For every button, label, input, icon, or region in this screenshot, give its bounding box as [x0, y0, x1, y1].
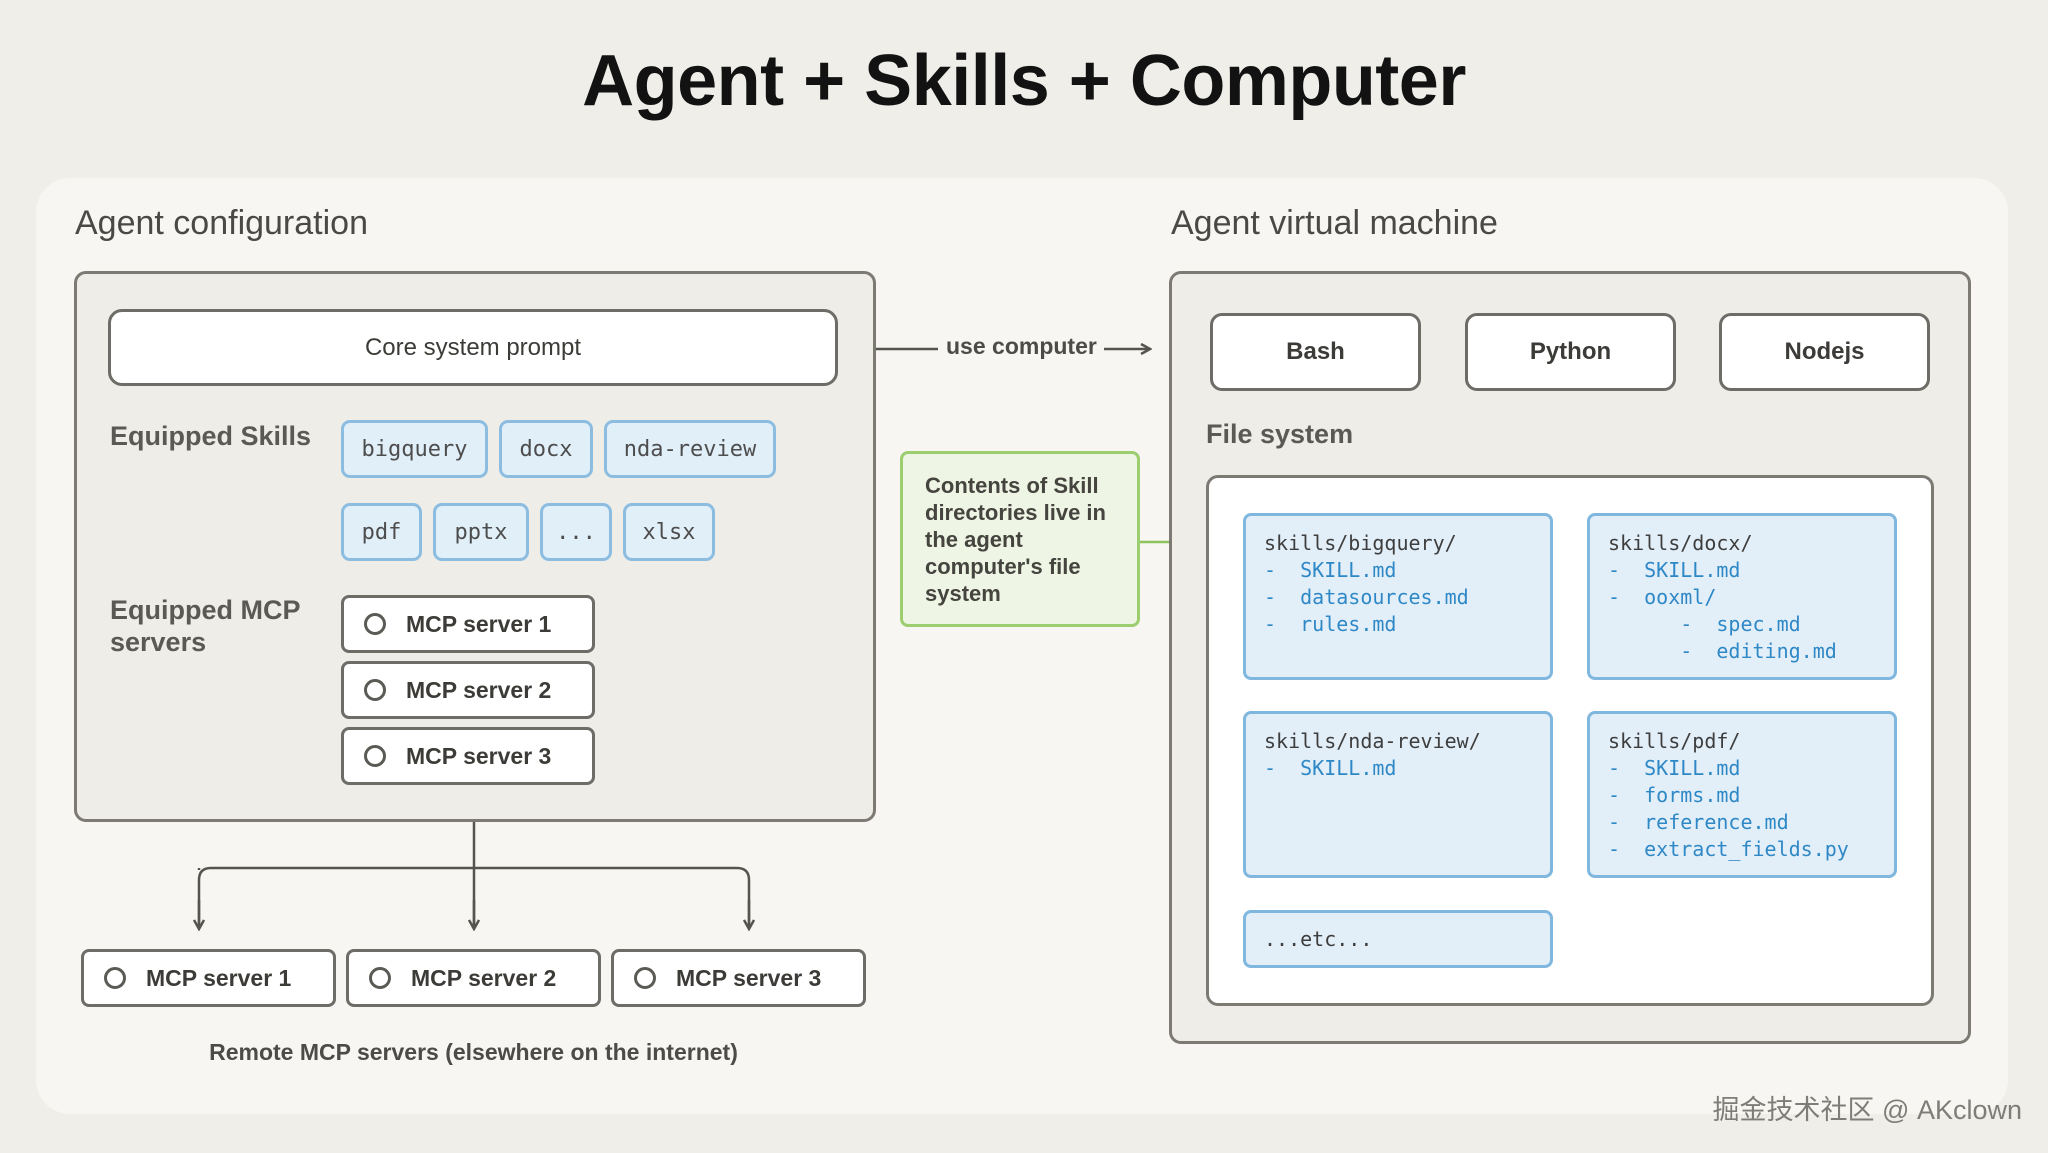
- dir-name: skills/nda-review/: [1264, 729, 1481, 753]
- runtime-bash: Bash: [1210, 313, 1421, 391]
- runtime-python: Python: [1465, 313, 1676, 391]
- equipped-mcp-server-2: MCP server 2: [341, 661, 595, 719]
- dir-name: skills/bigquery/: [1264, 531, 1457, 555]
- watermark: 掘金技术社区 @ AKclown: [1712, 1095, 2022, 1125]
- mcp-server-label: MCP server 1: [146, 964, 292, 991]
- runtime-nodejs: Nodejs: [1719, 313, 1930, 391]
- circle-icon: [104, 967, 126, 989]
- mcp-server-label: MCP server 2: [411, 964, 557, 991]
- circle-icon: [634, 967, 656, 989]
- skill-chip-pptx: pptx: [433, 503, 529, 561]
- dir-entry: - forms.md: [1608, 783, 1741, 807]
- skill-contents-note: Contents of Skill directories live in th…: [900, 451, 1140, 627]
- use-computer-label: use computer: [946, 333, 1097, 359]
- equipped-mcp-server-1: MCP server 1: [341, 595, 595, 653]
- skill-chip-pdf: pdf: [341, 503, 422, 561]
- core-system-prompt: Core system prompt: [108, 309, 838, 386]
- mcp-server-label: MCP server 3: [676, 964, 822, 991]
- dir-entry: - extract_fields.py: [1608, 837, 1849, 861]
- dir-skills-nda-review: skills/nda-review/ - SKILL.md: [1243, 711, 1553, 878]
- skill-chip-more: ...: [540, 503, 612, 561]
- dir-entry: - SKILL.md: [1608, 558, 1741, 582]
- dir-name: skills/docx/: [1608, 531, 1753, 555]
- equipped-skills-label: Equipped Skills: [110, 421, 312, 451]
- dir-entry: - rules.md: [1264, 612, 1397, 636]
- remote-mcp-caption: Remote MCP servers (elsewhere on the int…: [209, 1039, 738, 1065]
- equipped-mcp-label: Equipped MCP servers: [110, 595, 301, 657]
- circle-icon: [364, 679, 386, 701]
- page-title: Agent + Skills + Computer: [582, 41, 1466, 121]
- mcp-server-label: MCP server 3: [406, 742, 552, 769]
- dir-entry: - datasources.md: [1264, 585, 1469, 609]
- skill-chip-docx: docx: [499, 420, 593, 478]
- skill-chip-nda-review: nda-review: [604, 420, 776, 478]
- dir-entry: - spec.md: [1608, 612, 1801, 636]
- dir-entry: - editing.md: [1608, 639, 1837, 663]
- circle-icon: [369, 967, 391, 989]
- dir-etc: ...etc...: [1243, 910, 1553, 968]
- dir-etc-label: ...etc...: [1264, 927, 1373, 951]
- mcp-server-label: MCP server 2: [406, 676, 552, 703]
- remote-mcp-server-1: MCP server 1: [81, 949, 336, 1007]
- dir-skills-docx: skills/docx/ - SKILL.md - ooxml/ - spec.…: [1587, 513, 1897, 680]
- dir-entry: - ooxml/: [1608, 585, 1717, 609]
- mcp-fanout-line: [197, 786, 751, 925]
- vm-heading: Agent virtual machine: [1171, 204, 1498, 242]
- agent-config-heading: Agent configuration: [75, 204, 368, 242]
- dir-skills-bigquery: skills/bigquery/ - SKILL.md - datasource…: [1243, 513, 1553, 680]
- remote-mcp-server-3: MCP server 3: [611, 949, 866, 1007]
- dir-entry: - SKILL.md: [1264, 756, 1397, 780]
- circle-icon: [364, 745, 386, 767]
- dir-entry: - reference.md: [1608, 810, 1789, 834]
- mcp-server-label: MCP server 1: [406, 610, 552, 637]
- dir-entry: - SKILL.md: [1264, 558, 1397, 582]
- dir-name: skills/pdf/: [1608, 729, 1741, 753]
- circle-icon: [364, 613, 386, 635]
- dir-entry: - SKILL.md: [1608, 756, 1741, 780]
- skill-chip-xlsx: xlsx: [623, 503, 715, 561]
- remote-mcp-server-2: MCP server 2: [346, 949, 601, 1007]
- file-system-label: File system: [1206, 419, 1354, 449]
- skill-chip-bigquery: bigquery: [341, 420, 488, 478]
- equipped-mcp-server-3: MCP server 3: [341, 727, 595, 785]
- dir-skills-pdf: skills/pdf/ - SKILL.md - forms.md - refe…: [1587, 711, 1897, 878]
